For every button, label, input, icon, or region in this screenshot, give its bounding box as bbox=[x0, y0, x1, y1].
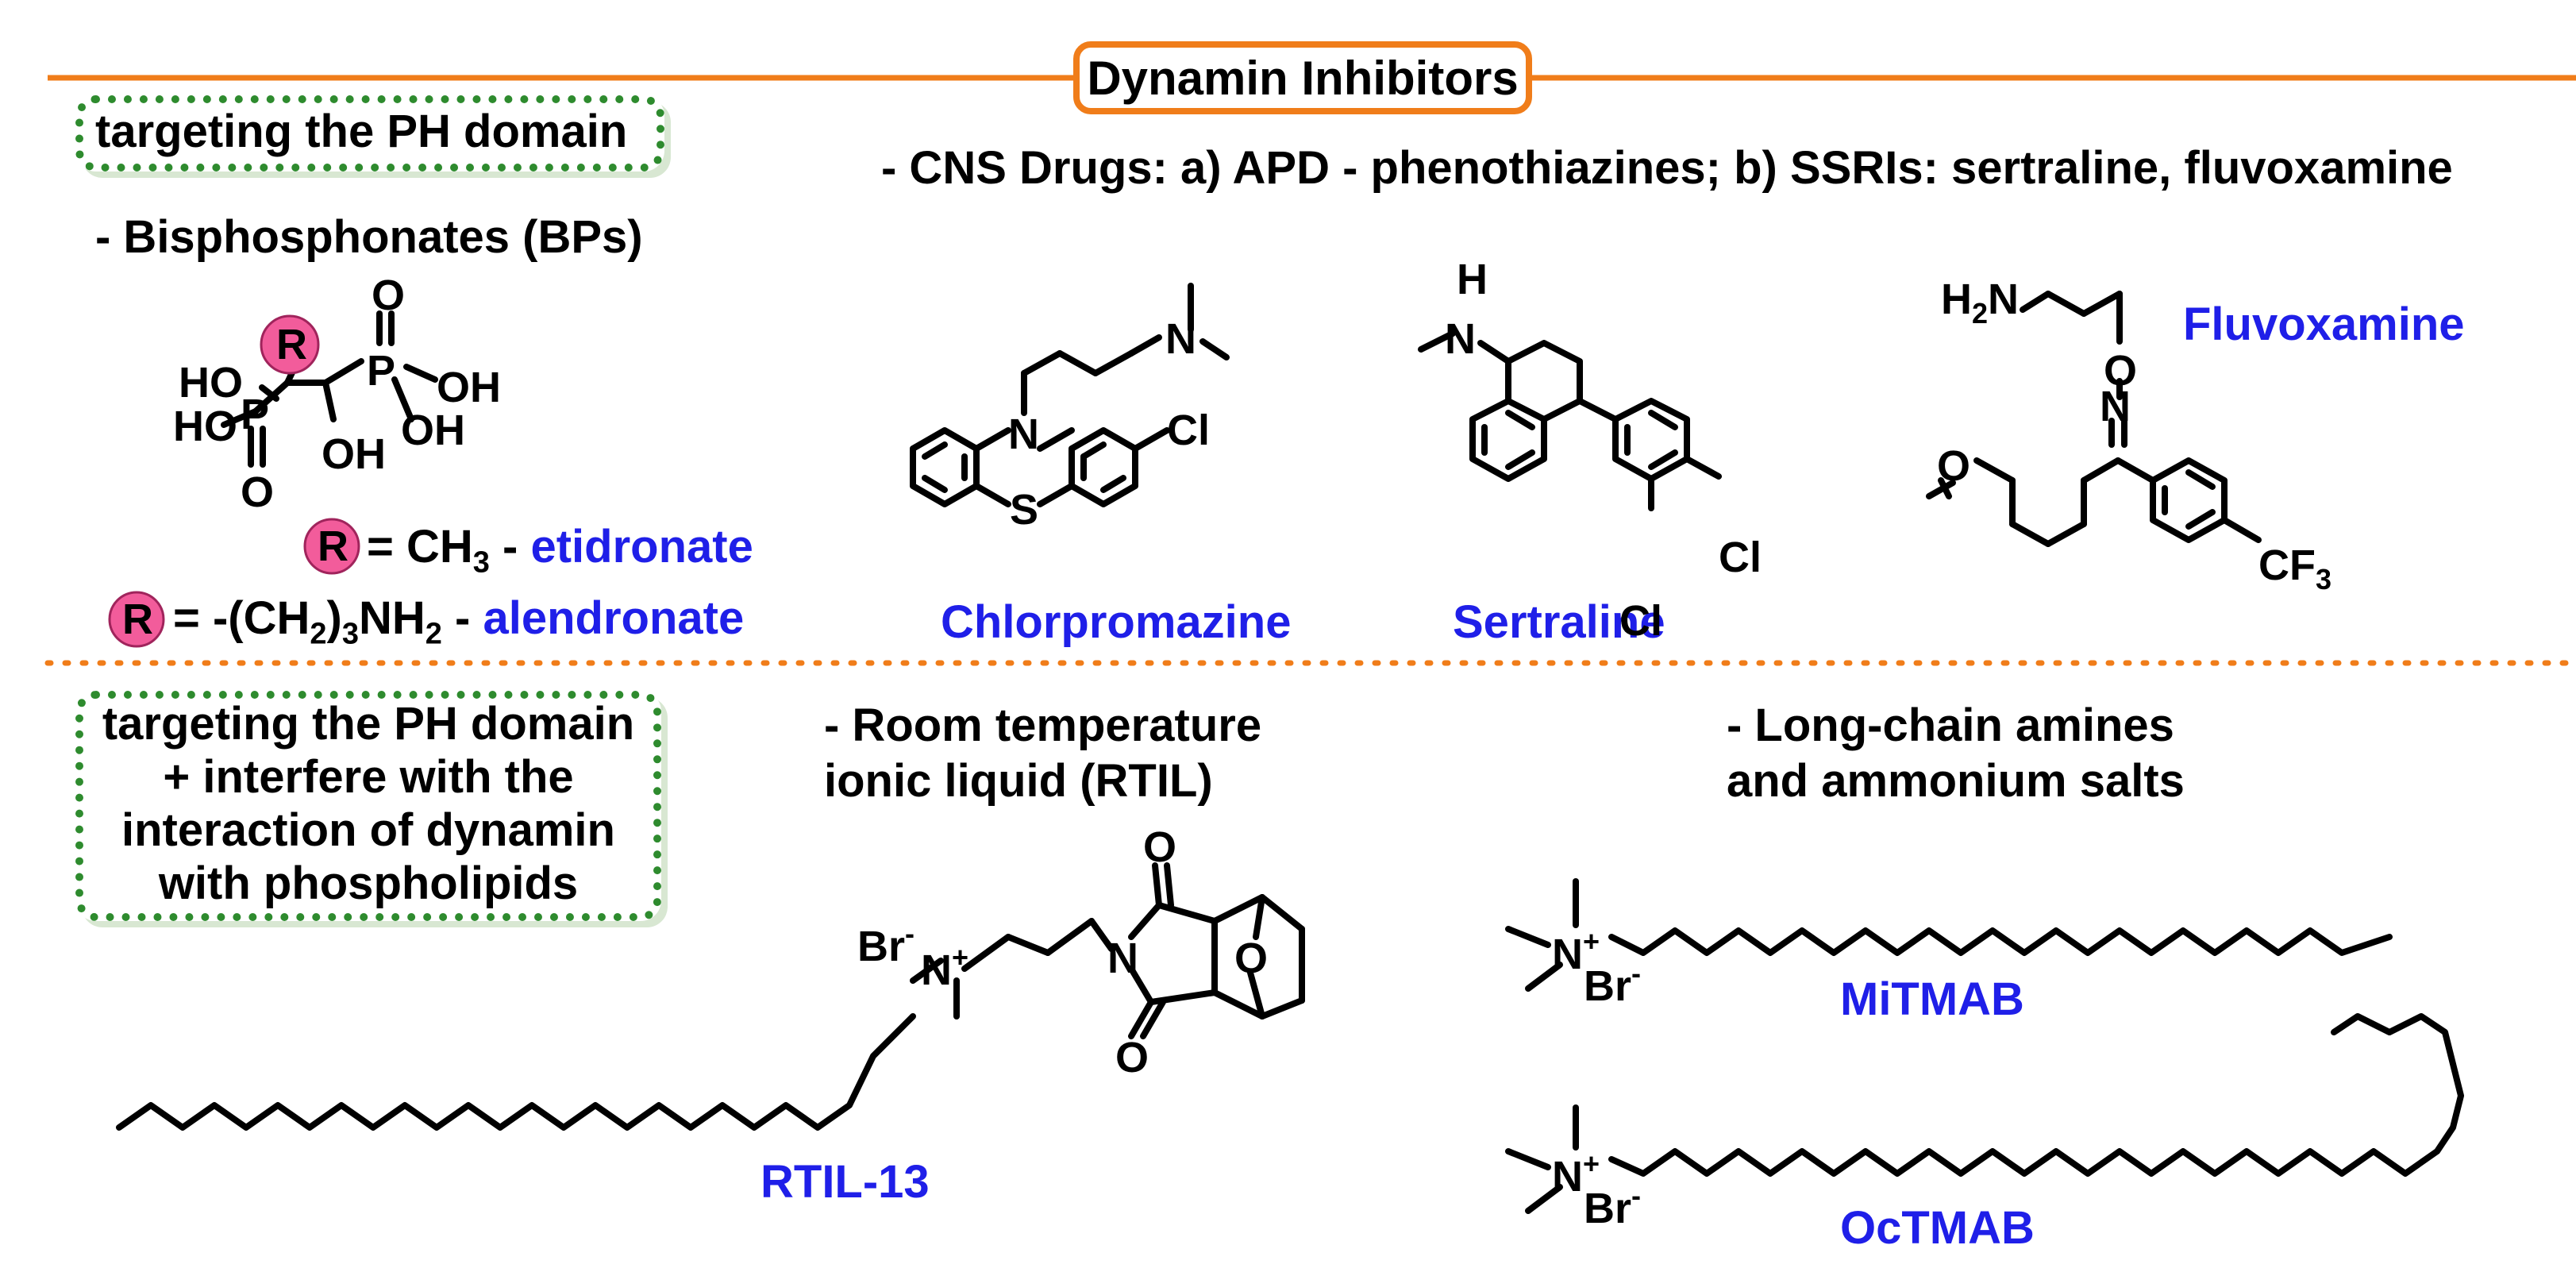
mitmab-name: MiTMAB bbox=[1840, 973, 2024, 1025]
oh-label-center: OH bbox=[322, 430, 386, 478]
ph-domain-box bbox=[75, 95, 664, 172]
mitmab-structure: N+ Br- bbox=[1505, 878, 2393, 1010]
n-label-chlorpromazine: N bbox=[1008, 411, 1039, 458]
r-group-marker bbox=[260, 314, 320, 375]
n-label-sertraline: N bbox=[1445, 315, 1476, 363]
h-label-sertraline: H bbox=[1457, 256, 1488, 303]
o-label-bottom: O bbox=[241, 468, 274, 516]
cf3-label: CF3 bbox=[2258, 542, 2331, 596]
amines-heading-1: - Long-chain amines bbox=[1727, 700, 2174, 751]
s-label: S bbox=[1010, 486, 1038, 534]
r-marker-alendronate bbox=[108, 591, 165, 648]
fluvoxamine-name: Fluvoxamine bbox=[2183, 299, 2465, 350]
rtil-heading-1: - Room temperature bbox=[824, 700, 1262, 751]
bisphosphonates-heading: - Bisphosphonates (BPs) bbox=[95, 211, 643, 263]
rtil-13-structure: Br- N+ N O O O bbox=[116, 823, 1305, 1131]
chlorpromazine-structure: N S Cl N bbox=[910, 283, 1230, 534]
n-label-fluvoxamine: N bbox=[2100, 383, 2131, 430]
chlorpromazine-name: Chlorpromazine bbox=[941, 596, 1292, 648]
etidronate-name: etidronate bbox=[530, 521, 753, 572]
title: Dynamin Inhibitors bbox=[1087, 51, 1519, 105]
n-label-imide: N bbox=[1107, 935, 1138, 982]
svg-text:R: R bbox=[318, 522, 348, 570]
n-label-dimethyl: N bbox=[1165, 315, 1196, 363]
oh-label-right: OH bbox=[437, 364, 501, 411]
oh-label-right2: OH bbox=[401, 407, 465, 454]
n-plus-label-mitmab: N+ bbox=[1552, 925, 1600, 978]
o-label-bridge: O bbox=[1234, 935, 1268, 982]
sertraline-structure: N H Cl Cl bbox=[1418, 256, 1762, 645]
cl-label-chlorpromazine: Cl bbox=[1167, 407, 1210, 454]
phospholipid-line-1: targeting the PH domain bbox=[102, 698, 635, 750]
phospholipid-line-2: + interfere with the bbox=[163, 751, 574, 803]
p-label-left: P bbox=[241, 391, 269, 438]
n-plus-label-octmab: N+ bbox=[1552, 1147, 1600, 1201]
p-label-right: P bbox=[367, 347, 395, 395]
br-label-rtil: Br- bbox=[857, 917, 914, 970]
etidronate-line: = CH3 - etidronate bbox=[367, 521, 753, 580]
r-marker-etidronate bbox=[303, 518, 360, 575]
o-label-imide-bottom: O bbox=[1115, 1034, 1149, 1081]
o-label-top: O bbox=[372, 272, 405, 319]
o-label-imide-top: O bbox=[1143, 823, 1176, 871]
br-label-octmab: Br- bbox=[1584, 1179, 1641, 1232]
cl-label-sertraline-1: Cl bbox=[1719, 534, 1762, 581]
rtil-13-name: RTIL-13 bbox=[760, 1156, 930, 1208]
octmab-structure: N+ Br- bbox=[1505, 1013, 2464, 1232]
ho-label-left: HO bbox=[173, 403, 237, 450]
cns-drugs-heading: - CNS Drugs: a) APD - phenothiazines; b)… bbox=[881, 142, 2453, 194]
phospholipid-box bbox=[75, 691, 661, 921]
title-box: Dynamin Inhibitors bbox=[1073, 41, 1532, 114]
ho-label-top: HO bbox=[179, 359, 243, 407]
phospholipid-line-3: interaction of dynamin bbox=[121, 804, 615, 856]
r-label: R bbox=[276, 321, 307, 368]
phospholipid-line-4: with phospholipids bbox=[158, 858, 579, 909]
fluvoxamine-structure: N O O H2N CF3 bbox=[1926, 276, 2331, 596]
octmab-name: OcTMAB bbox=[1840, 1202, 2035, 1254]
br-label-mitmab: Br- bbox=[1584, 957, 1641, 1010]
alendronate-name: alendronate bbox=[483, 592, 745, 644]
bisphosphonate-structure: R P P O O OH OH OH HO HO bbox=[173, 272, 501, 516]
svg-text:R: R bbox=[122, 596, 153, 643]
ph-domain-label: targeting the PH domain bbox=[95, 106, 628, 157]
o-label-methoxy: O bbox=[1937, 442, 1970, 490]
cl-label-sertraline-2: Cl bbox=[1619, 597, 1662, 645]
amines-heading-2: and ammonium salts bbox=[1727, 755, 2185, 807]
sertraline-name: Sertraline bbox=[1453, 596, 1665, 648]
h2n-label: H2N bbox=[1941, 276, 2019, 330]
alendronate-line: = -(CH2)3NH2 - alendronate bbox=[173, 592, 745, 651]
o-label-fluvoxamine: O bbox=[2104, 347, 2137, 395]
n-plus-label-rtil: N+ bbox=[921, 941, 968, 994]
rtil-heading-2: ionic liquid (RTIL) bbox=[824, 755, 1213, 807]
